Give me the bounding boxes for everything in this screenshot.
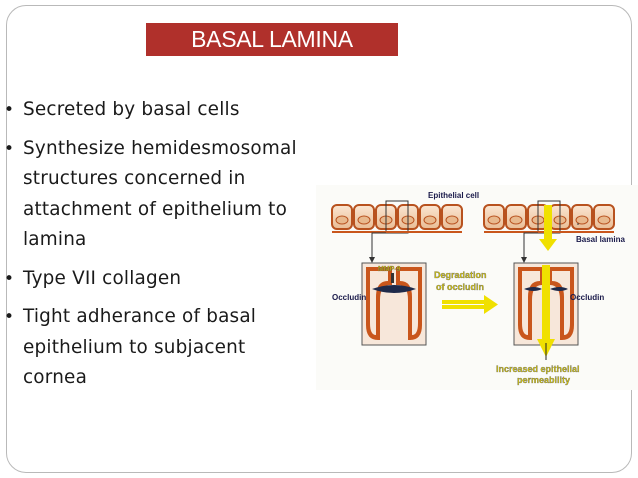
occludin-diagram: Epithelial cell Basal lamina MMP-9 Occlu… [316, 185, 638, 390]
bullet-text: Secreted by basal cells [23, 99, 240, 120]
bullet-item: • Synthesize hemidesmosomal structures c… [4, 134, 304, 256]
label-degradation-line1: Degradation [434, 270, 487, 280]
label-occludin-left: Occludin [332, 293, 366, 302]
label-mmp9: MMP-9 [378, 266, 401, 273]
label-permeability-line2: permeability [517, 375, 570, 385]
bullet-dot-icon: • [4, 307, 15, 327]
bullet-list: • Secreted by basal cells • Synthesize h… [4, 95, 304, 402]
bullet-item: • Tight adherance of basal epithelium to… [4, 302, 304, 394]
left-junction-closeup [361, 262, 427, 346]
right-cell-row [483, 200, 615, 251]
diagram-svg: Epithelial cell Basal lamina MMP-9 Occlu… [331, 191, 625, 385]
bullet-dot-icon: • [4, 268, 15, 289]
bullet-item: • Secreted by basal cells [4, 95, 304, 126]
label-degradation-line2: of occludin [436, 282, 484, 292]
label-occludin-right: Occludin [570, 293, 604, 302]
left-cell-row [331, 200, 463, 234]
bullet-dot-icon: • [4, 138, 15, 159]
degradation-arrow-icon [442, 295, 498, 314]
label-epithelial-cell: Epithelial cell [428, 191, 479, 200]
right-junction-closeup [513, 262, 579, 360]
bullet-text: Tight adherance of basal epithelium to s… [23, 306, 257, 388]
slide-title: BASAL LAMINA [146, 23, 398, 56]
bullet-text: Synthesize hemidesmosomal structures con… [23, 137, 297, 251]
label-permeability-line1: Increased epithelial [496, 364, 580, 374]
label-basal-lamina: Basal lamina [576, 235, 625, 244]
bullet-text: Type VII collagen [23, 267, 182, 289]
bullet-item: • Type VII collagen [4, 264, 304, 295]
bullet-dot-icon: • [4, 100, 15, 120]
